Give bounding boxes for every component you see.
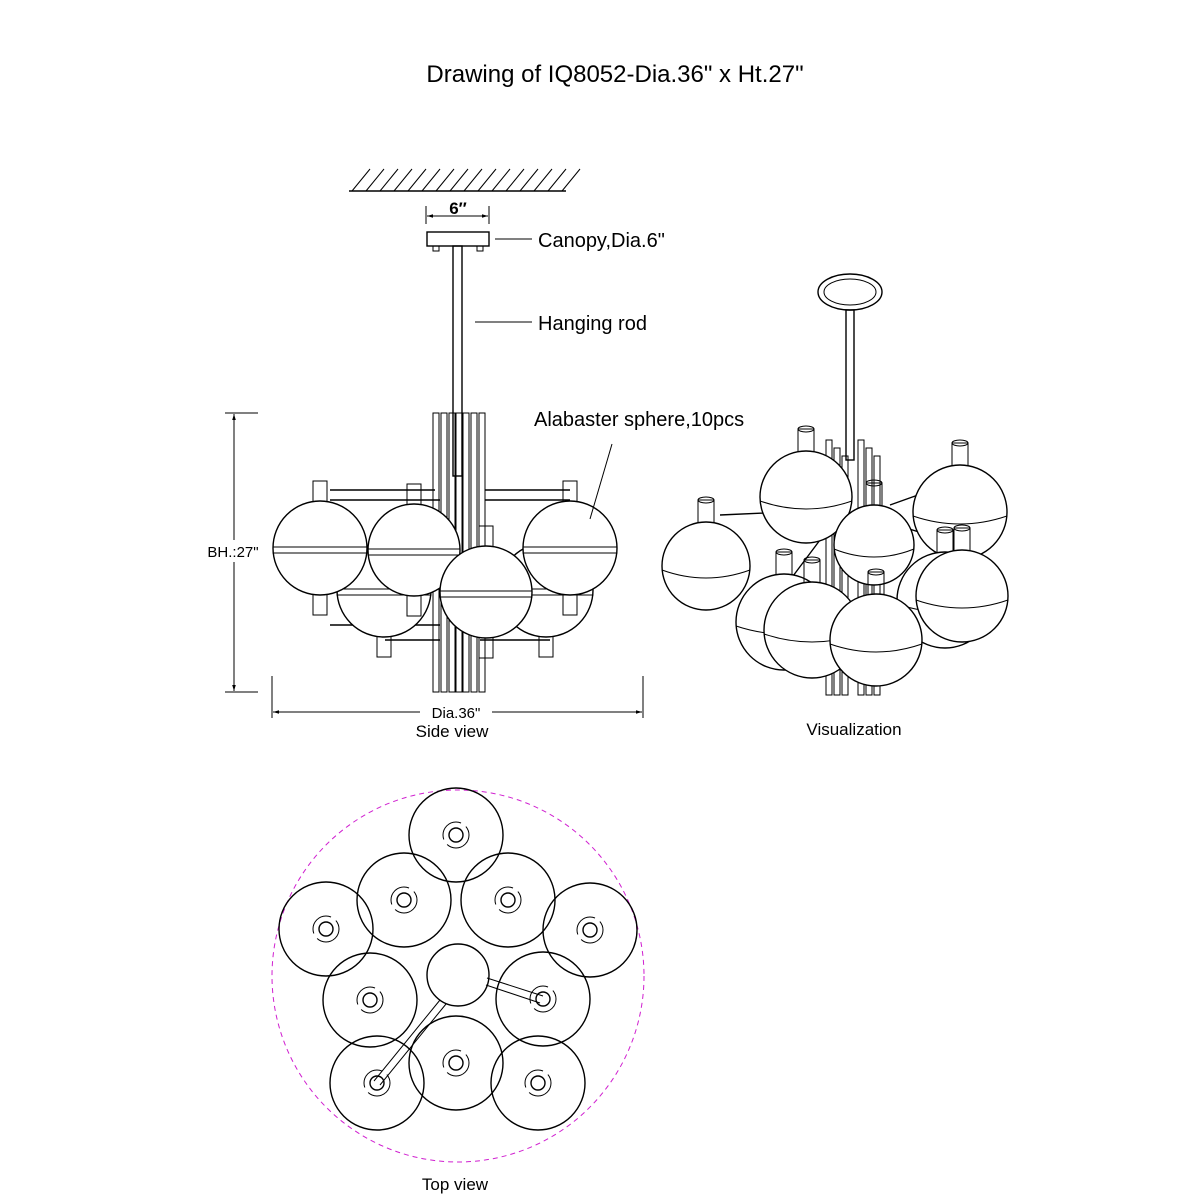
top-view: Top view bbox=[271, 787, 645, 1194]
arm-left bbox=[373, 999, 447, 1086]
top-sphere bbox=[278, 881, 374, 977]
viz-sphere bbox=[829, 568, 923, 687]
sphere-callout: Alabaster sphere,10pcs bbox=[534, 409, 744, 520]
viz-sphere bbox=[915, 524, 1009, 643]
top-sphere bbox=[495, 951, 591, 1047]
visualization: Visualization bbox=[661, 273, 1009, 739]
viz-sphere bbox=[661, 496, 751, 611]
side-view-caption: Side view bbox=[416, 722, 489, 741]
top-sphere bbox=[490, 1035, 586, 1131]
overall-diameter-outline bbox=[271, 789, 645, 1163]
canopy-dimension: 6″ bbox=[425, 199, 490, 224]
stem bbox=[833, 447, 841, 696]
sphere-label: Alabaster sphere,10pcs bbox=[534, 409, 744, 431]
width-label: Dia.36" bbox=[432, 705, 481, 722]
side-sphere bbox=[439, 525, 533, 659]
viz-sphere bbox=[759, 425, 853, 544]
height-dimension: BH.:27" bbox=[200, 412, 266, 693]
stem bbox=[825, 439, 833, 696]
visualization-caption: Visualization bbox=[806, 720, 901, 739]
top-sphere bbox=[356, 852, 452, 948]
side-view: 6″ Canopy,Dia.6" Hanging rod Alabaster s… bbox=[200, 168, 744, 741]
top-sphere bbox=[408, 1015, 504, 1111]
spheres bbox=[272, 480, 618, 659]
center-hub bbox=[426, 943, 490, 1007]
hanging-rod-label: Hanging rod bbox=[538, 313, 647, 335]
top-view-caption: Top view bbox=[422, 1175, 489, 1194]
top-sphere bbox=[408, 787, 504, 883]
top-sphere bbox=[542, 882, 638, 978]
height-label: BH.:27" bbox=[207, 544, 258, 561]
drawing-title: Drawing of IQ8052-Dia.36" x Ht.27" bbox=[426, 61, 803, 88]
viz-sphere bbox=[912, 439, 1008, 560]
canopy-dimension-label: 6″ bbox=[449, 199, 467, 218]
side-sphere bbox=[272, 480, 368, 616]
top-sphere bbox=[460, 852, 556, 948]
top-sphere bbox=[329, 1035, 425, 1131]
canopy-label: Canopy,Dia.6" bbox=[538, 230, 665, 252]
arm-right bbox=[485, 977, 544, 1004]
side-sphere bbox=[522, 480, 618, 616]
top-sphere bbox=[322, 952, 418, 1048]
hanging-rod: Hanging rod bbox=[452, 245, 647, 477]
width-dimension: Dia.36" bbox=[271, 676, 644, 722]
side-sphere bbox=[367, 483, 461, 617]
viz-sphere bbox=[833, 479, 915, 586]
ceiling-hatch bbox=[349, 168, 581, 192]
